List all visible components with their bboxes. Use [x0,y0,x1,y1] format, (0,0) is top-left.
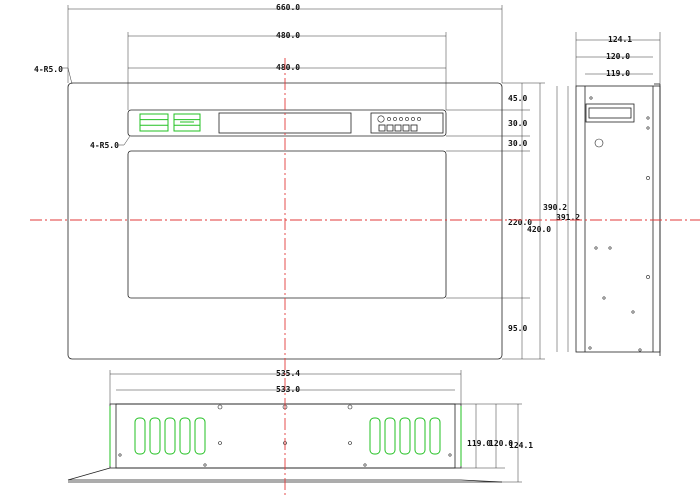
bottom-left-vents [134,417,206,455]
dim-overall-width: 660.0 [276,3,300,12]
dim-height-inner: 390.2 [543,203,567,212]
bottom-view: 535.4 533.0 119.0 120.0 124.1 [67,369,533,483]
dim-center-height: 220.0 [508,218,532,227]
button-panel [370,112,444,134]
dim-band-gap: 30.0 [508,139,527,148]
dim-bottom-depth-b: 120.0 [489,439,513,448]
dim-depth-inner: 119.0 [606,69,630,78]
dim-control-band: 30.0 [508,119,527,128]
dim-bottom-depth-c: 124.1 [509,441,533,450]
dim-screen-width: 480.0 [276,63,300,72]
dim-bottom-width-outer: 535.4 [276,369,300,378]
control-strip [127,109,447,137]
bottom-right-vents [369,417,441,455]
dim-depth-mid: 120.0 [606,52,630,61]
dim-bottom-depth-a: 119.0 [467,439,491,448]
side-view: 124.1 120.0 119.0 390.2 391.2 [543,32,661,356]
dim-inner-radius: 4-R5.0 [90,141,119,150]
dim-bottom-margin: 95.0 [508,324,527,333]
dim-outer-radius: 4-R5.0 [34,65,63,74]
centerlines [30,58,700,496]
dim-bottom-width-inner: 533.0 [276,385,300,394]
front-view: 660.0 480.0 480.0 4-R5.0 4-R5.0 45.0 30.… [34,3,551,360]
side-body [575,85,661,353]
screen-opening [127,150,447,299]
bottom-body [109,403,462,469]
dim-height-outer: 391.2 [556,213,580,222]
dim-opening-width: 480.0 [276,31,300,40]
dim-overall-height: 420.0 [527,225,551,234]
dim-depth-outer: 124.1 [608,35,632,44]
dim-top-margin: 45.0 [508,94,527,103]
left-vent-grilles [139,113,201,132]
